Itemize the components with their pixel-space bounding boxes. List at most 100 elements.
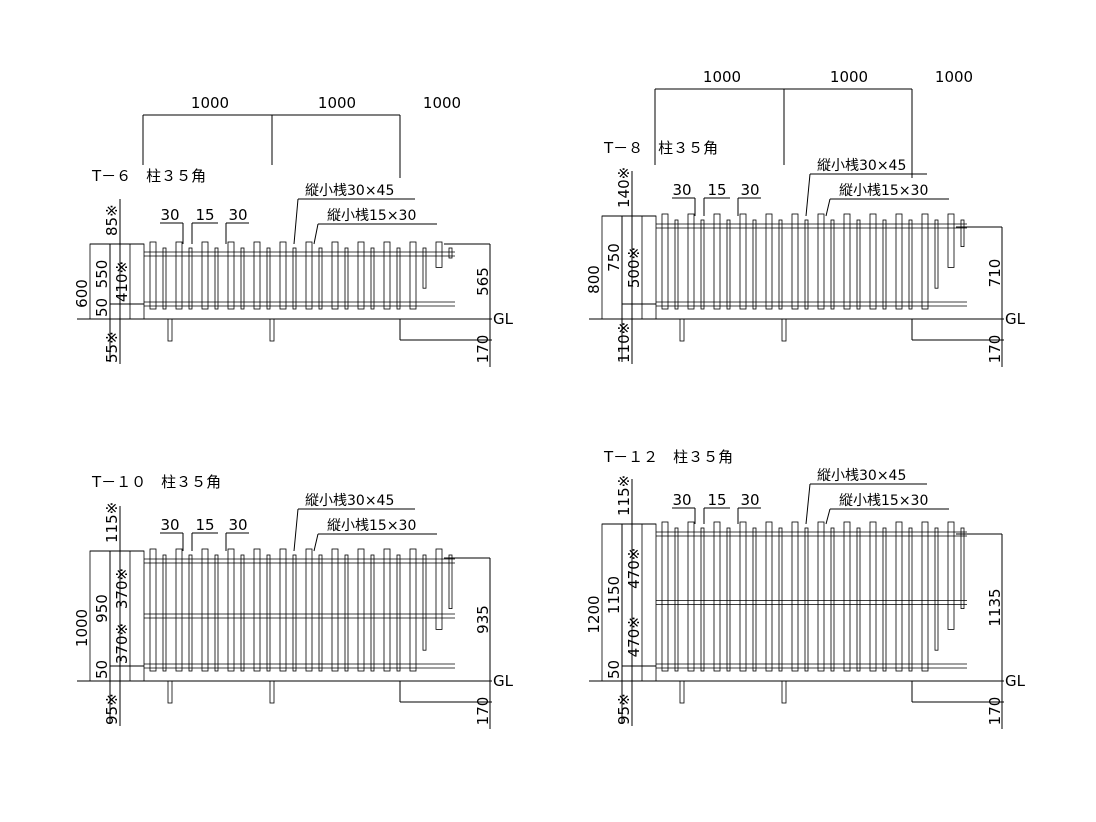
post-embedment — [781, 680, 787, 704]
fence-height-label: 550 — [93, 260, 111, 289]
small-slat — [422, 247, 427, 289]
small-slat — [344, 247, 349, 310]
small-slat — [752, 527, 757, 672]
small-slat — [344, 554, 349, 672]
large-slat — [791, 213, 799, 310]
small-slat — [370, 554, 375, 672]
post-embedment — [679, 318, 685, 342]
small-slat — [188, 554, 193, 672]
large-slat — [253, 241, 261, 310]
ground-label: GL — [1005, 310, 1026, 328]
small-slat — [778, 219, 783, 310]
small-slat — [318, 554, 323, 672]
small-slat — [370, 247, 375, 310]
large-slat — [947, 521, 955, 630]
large-slat — [869, 521, 877, 672]
large-slat — [149, 548, 157, 672]
small-slat — [830, 527, 835, 672]
large-slat — [201, 241, 209, 310]
large-slat — [817, 521, 825, 672]
leader-line — [293, 198, 299, 245]
small-slat — [162, 247, 167, 310]
end-post — [129, 243, 145, 320]
slat-group — [149, 548, 453, 672]
total-height-label: 600 — [73, 279, 91, 308]
small-slat — [266, 247, 271, 310]
bottom-note-label: 110※ — [615, 322, 633, 363]
post-embedment — [269, 318, 275, 342]
small-slat — [240, 554, 245, 672]
small-slat — [240, 247, 245, 310]
embed-depth-label: 170 — [986, 335, 1004, 364]
large-slat — [817, 213, 825, 310]
large-slat — [843, 213, 851, 310]
spacing-label: 1000 — [423, 94, 461, 112]
right-height-label: 935 — [474, 605, 492, 634]
large-slat — [947, 213, 955, 268]
large-slat — [921, 521, 929, 672]
spacing-label: 1000 — [830, 68, 868, 86]
top-note-label: 85※ — [103, 204, 121, 236]
large-slat — [843, 521, 851, 672]
large-slat — [331, 548, 339, 672]
small-slat — [908, 527, 913, 672]
small-slat — [856, 527, 861, 672]
large-slat — [409, 548, 417, 672]
large-slat — [279, 241, 287, 310]
fence-height-label: 1150 — [605, 576, 623, 614]
bar-spacing-label: 30 — [228, 516, 247, 534]
slat-group — [149, 241, 453, 310]
spacing-label: 1000 — [318, 94, 356, 112]
embed-depth-label: 170 — [474, 697, 492, 726]
right-height-label: 710 — [986, 259, 1004, 288]
small-slat — [162, 554, 167, 672]
bar-spacing-label: 15 — [707, 181, 726, 199]
bar-spacing-label: 15 — [707, 491, 726, 509]
top-note-label: 140※ — [615, 167, 633, 208]
large-slat — [791, 521, 799, 672]
panel-title: T－１０ 柱３５角 — [91, 473, 221, 491]
mid-note-label: 370※ — [113, 568, 131, 609]
total-height-label: 1000 — [73, 609, 91, 647]
ground-label: GL — [1005, 672, 1026, 690]
end-post — [641, 215, 657, 320]
small-slat — [960, 219, 965, 248]
small-slat — [778, 527, 783, 672]
bar-spacing-label: 30 — [228, 206, 247, 224]
bottom-note-label: 95※ — [103, 693, 121, 725]
small-slat — [292, 554, 297, 672]
leader-line — [825, 198, 831, 217]
small-slat — [700, 527, 705, 672]
leader-line — [313, 223, 319, 245]
large-slat — [921, 213, 929, 310]
fence-height-label: 950 — [93, 594, 111, 623]
ground-label: GL — [493, 310, 514, 328]
post-embedment — [167, 680, 173, 704]
total-height-label: 800 — [585, 265, 603, 294]
ground-label: GL — [493, 672, 514, 690]
small-slat — [674, 527, 679, 672]
panel-title: T－１２ 柱３５角 — [603, 448, 733, 466]
small-slat — [882, 219, 887, 310]
panel-title: T－６ 柱３５角 — [91, 167, 206, 185]
bar-spacing-label: 15 — [195, 206, 214, 224]
end-post — [641, 523, 657, 682]
large-slat — [331, 241, 339, 310]
bar-spacing-label: 30 — [160, 516, 179, 534]
post-embedment — [781, 318, 787, 342]
top-note-label: 115※ — [615, 475, 633, 516]
fence-panel-4: T－１２ 柱３５角GL1200115050115※470※470※95※1135… — [585, 448, 1026, 729]
small-slat — [448, 247, 453, 259]
large-slat-label: 縦小桟30×45 — [817, 158, 906, 174]
small-slat — [804, 219, 809, 310]
mid-note-label: 410※ — [113, 261, 131, 302]
small-slat — [214, 554, 219, 672]
bar-spacing-label: 15 — [195, 516, 214, 534]
large-slat — [687, 213, 695, 310]
large-slat — [305, 548, 313, 672]
bottom-note-label: 95※ — [615, 693, 633, 725]
large-slat — [409, 241, 417, 310]
